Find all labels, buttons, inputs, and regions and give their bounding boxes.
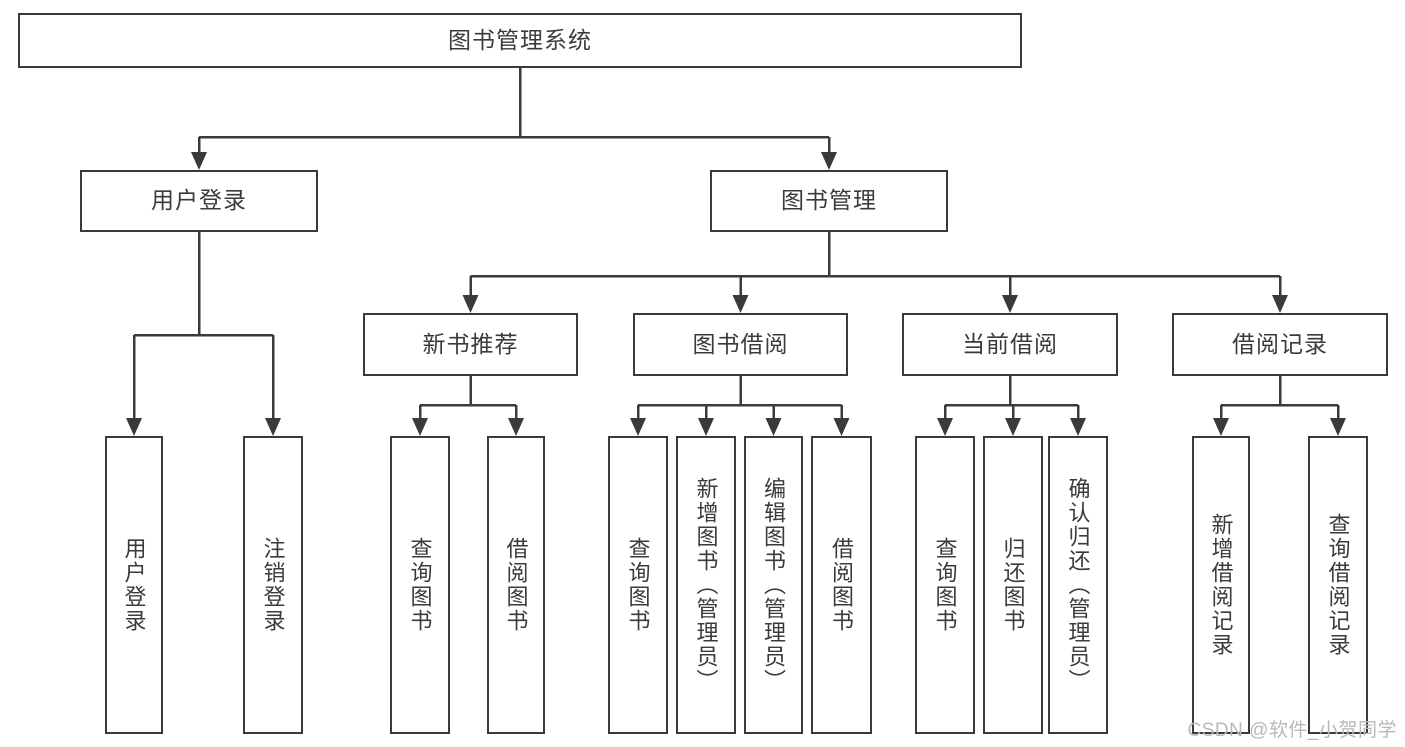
arrow-head-icon xyxy=(821,152,837,170)
node-label: 图书借阅 xyxy=(692,330,789,357)
node-leaf2[interactable]: 注销登录 xyxy=(243,436,303,734)
node-label: 借阅图书 xyxy=(503,537,529,633)
node-label: 新增借阅记录 xyxy=(1208,513,1234,657)
arrow-head-icon xyxy=(462,295,479,313)
arrow-head-icon xyxy=(126,418,142,436)
arrow-head-icon xyxy=(1002,295,1018,313)
node-label: 查询图书 xyxy=(625,537,651,633)
arrow-head-icon xyxy=(191,152,207,170)
node-label: 用户登录 xyxy=(121,537,147,633)
node-label: 查询图书 xyxy=(407,537,433,633)
arrow-head-icon xyxy=(1005,418,1021,436)
node-label: 新增图书（管理员） xyxy=(693,477,719,693)
arrow-head-icon xyxy=(937,418,953,436)
arrow-head-icon xyxy=(1070,418,1086,436)
node-label: 新书推荐 xyxy=(422,330,519,357)
node-root[interactable]: 图书管理系统 xyxy=(18,13,1022,68)
node-label: 借阅记录 xyxy=(1232,330,1328,357)
node-newbook[interactable]: 新书推荐 xyxy=(363,313,578,376)
node-label: 借阅图书 xyxy=(829,537,855,633)
arrow-head-icon xyxy=(1330,418,1346,436)
node-leaf6[interactable]: 新增图书（管理员） xyxy=(676,436,736,734)
node-bookmgmt[interactable]: 图书管理 xyxy=(710,170,948,232)
arrow-head-icon xyxy=(833,418,850,436)
node-label: 当前借阅 xyxy=(962,330,1058,357)
arrow-head-icon xyxy=(630,418,646,436)
node-label: 归还图书 xyxy=(1000,537,1026,633)
node-leaf3[interactable]: 查询图书 xyxy=(390,436,450,734)
arrow-head-icon xyxy=(412,418,428,436)
node-label: 确认归还（管理员） xyxy=(1065,477,1091,693)
node-label: 编辑图书（管理员） xyxy=(761,477,787,693)
arrow-head-icon xyxy=(732,295,749,313)
node-leaf8[interactable]: 借阅图书 xyxy=(811,436,872,734)
node-leaf10[interactable]: 归还图书 xyxy=(983,436,1043,734)
arrow-head-icon xyxy=(698,418,714,436)
node-label: 用户登录 xyxy=(151,187,247,214)
node-leaf9[interactable]: 查询图书 xyxy=(915,436,975,734)
node-label: 图书管理系统 xyxy=(448,26,592,53)
node-label: 注销登录 xyxy=(260,537,286,633)
node-leaf5[interactable]: 查询图书 xyxy=(608,436,668,734)
node-leaf7[interactable]: 编辑图书（管理员） xyxy=(744,436,803,734)
node-leaf11[interactable]: 确认归还（管理员） xyxy=(1048,436,1108,734)
node-current[interactable]: 当前借阅 xyxy=(902,313,1118,376)
node-leaf1[interactable]: 用户登录 xyxy=(105,436,163,734)
node-leaf4[interactable]: 借阅图书 xyxy=(487,436,545,734)
node-label: 查询图书 xyxy=(932,537,958,633)
arrow-head-icon xyxy=(1272,295,1288,313)
arrow-head-icon xyxy=(765,418,782,436)
arrow-head-icon xyxy=(1213,418,1229,436)
node-label: 查询借阅记录 xyxy=(1325,513,1351,657)
node-record[interactable]: 借阅记录 xyxy=(1172,313,1388,376)
arrow-head-icon xyxy=(265,418,281,436)
node-login[interactable]: 用户登录 xyxy=(80,170,318,232)
node-label: 图书管理 xyxy=(781,187,877,214)
node-leaf12[interactable]: 新增借阅记录 xyxy=(1192,436,1250,734)
node-borrow[interactable]: 图书借阅 xyxy=(633,313,848,376)
node-leaf13[interactable]: 查询借阅记录 xyxy=(1308,436,1368,734)
arrow-head-icon xyxy=(508,418,524,436)
